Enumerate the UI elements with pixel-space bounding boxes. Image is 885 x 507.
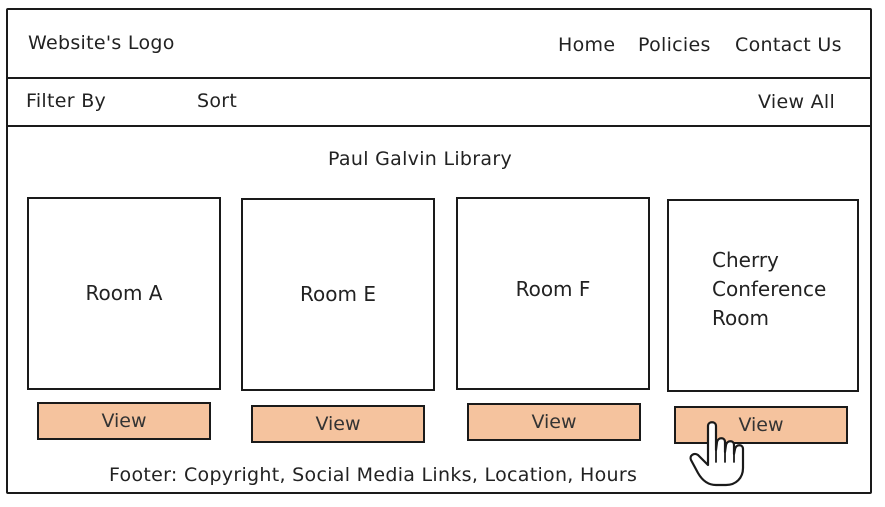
view-room-f-button[interactable]: View [467, 403, 641, 441]
toolbar-divider [6, 125, 872, 127]
header-divider [6, 77, 872, 79]
site-logo[interactable]: Website's Logo [28, 32, 175, 54]
room-card-title: Room E [300, 282, 376, 306]
filter-by-control[interactable]: Filter By [26, 90, 107, 112]
page-title: Paul Galvin Library [328, 148, 512, 170]
sort-control[interactable]: Sort [197, 90, 238, 112]
room-card-a[interactable]: Room A [27, 197, 221, 390]
room-card-title: Cherry Conference Room [712, 248, 827, 330]
hand-pointer-icon [689, 421, 745, 487]
view-room-a-button[interactable]: View [37, 402, 211, 440]
room-card-cherry-conference[interactable]: Cherry Conference Room [667, 199, 859, 392]
nav-home-link[interactable]: Home [558, 34, 616, 56]
view-room-e-button[interactable]: View [251, 405, 425, 443]
footer-text: Footer: Copyright, Social Media Links, L… [109, 464, 638, 486]
room-card-title: Room A [85, 281, 163, 305]
room-card-e[interactable]: Room E [241, 198, 435, 391]
view-cherry-conference-button[interactable]: View [674, 406, 848, 444]
page-frame [6, 8, 872, 494]
nav-contact-link[interactable]: Contact Us [735, 34, 842, 56]
room-card-f[interactable]: Room F [456, 197, 650, 390]
nav-policies-link[interactable]: Policies [638, 34, 711, 56]
view-all-link[interactable]: View All [758, 91, 836, 113]
room-card-title: Room F [515, 277, 591, 301]
